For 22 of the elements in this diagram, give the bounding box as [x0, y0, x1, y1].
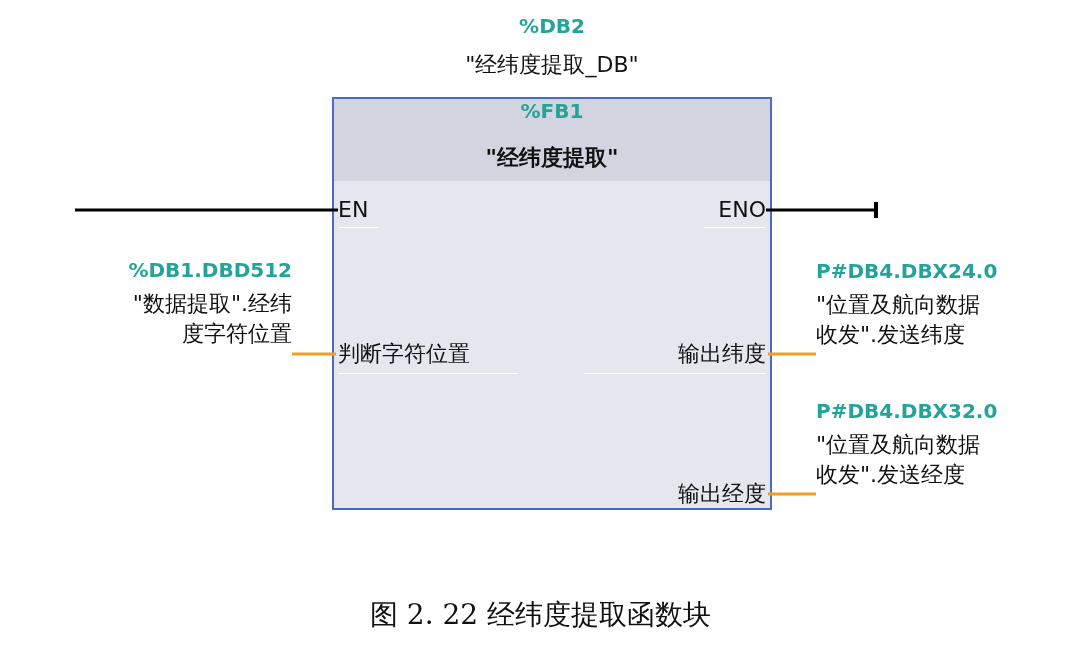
connection-line	[768, 352, 816, 356]
operand-address: P#DB4.DBX24.0	[816, 258, 999, 285]
block-title: "经纬度提取"	[484, 144, 620, 172]
function-block	[332, 97, 772, 510]
figure-caption: 图 2. 22 经纬度提取函数块	[368, 597, 712, 633]
operand-address: P#DB4.DBX32.0	[816, 398, 999, 425]
pin-label: 输出纬度	[584, 337, 766, 371]
terminated-line	[766, 202, 878, 218]
operand-name: "位置及航向数据收发".发送经度	[816, 431, 982, 489]
connection-line	[768, 492, 816, 496]
block-number: %FB1	[519, 99, 585, 123]
instance-db-name: "经纬度提取_DB"	[464, 51, 640, 80]
connection-line	[75, 208, 338, 212]
instance-db-number: %DB2	[518, 14, 586, 38]
pin-label: 输出经度	[584, 477, 766, 511]
operand-address: %DB1.DBD512	[128, 257, 292, 284]
operand-name: "位置及航向数据收发".发送纬度	[816, 291, 982, 349]
connection-line	[292, 352, 336, 356]
operand-name: "数据提取".经纬度字符位置	[131, 290, 292, 348]
pin-label: 判断字符位置	[338, 337, 518, 371]
pin-label: ENO	[704, 195, 766, 225]
pin-label: EN	[338, 195, 378, 225]
